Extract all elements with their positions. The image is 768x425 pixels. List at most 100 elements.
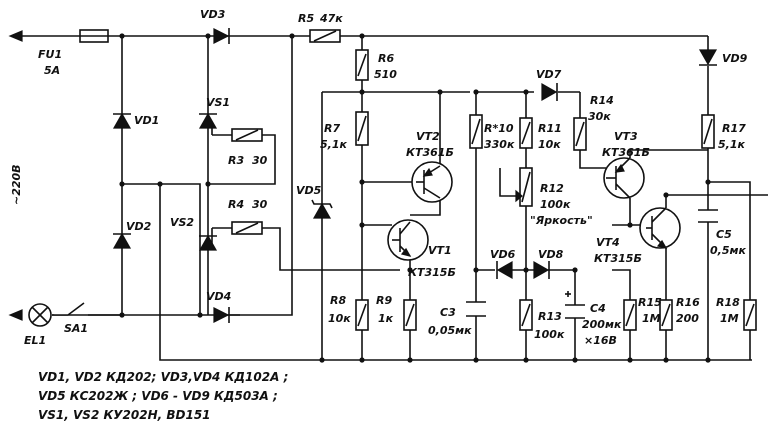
label-vd2: VD2 [126,220,152,233]
notes-line-2: VD5 КС202Ж ; VD6 - VD9 КД503А ; [38,389,278,403]
resistor-r16-icon [659,299,673,331]
label-r9-value: 1к [378,312,394,325]
label-c5: С5 [716,228,732,241]
label-c4-voltage: ×16В [584,334,617,347]
label-r4-value: 30 [252,198,268,211]
resistor-r11-icon [519,117,533,149]
label-c4-value: 200мк [582,318,622,331]
label-r13: R13 [538,310,562,323]
resistor-r15-icon [623,299,637,331]
label-r9: R9 [376,294,392,307]
resistor-r10-icon [469,114,483,149]
label-r14-value: 30к [588,110,611,123]
label-vd9: VD9 [722,52,748,65]
capacitor-c3-icon [466,301,486,317]
terminal-arrow-top-icon [8,30,23,42]
capacitor-c5-icon [698,209,718,223]
label-c3-value: 0,05мк [428,324,472,337]
notes-line-3: VS1, VS2 КУ202Н, BD151 [38,408,211,422]
resistor-r9-icon [403,299,417,331]
label-sa1: SA1 [64,322,88,335]
label-vd1: VD1 [134,114,159,127]
label-r12-value: 100к [540,198,571,211]
component-notes: VD1, VD2 КД202; VD3,VD4 КД102А ; VD5 КС2… [38,368,288,425]
label-r6: R6 [378,52,394,65]
label-r15-value: 1М [642,312,661,325]
label-r14: R14 [590,94,614,107]
diode-vd2-icon [112,232,132,249]
label-r6-value: 510 [374,68,397,81]
label-r15: R15 [638,296,662,309]
label-r17: R17 [722,122,746,135]
label-r13-value: 100к [534,328,565,341]
label-vt2: VT2 [416,130,440,143]
label-vt4-type: КТ315Б [594,252,642,265]
notes-line-1: VD1, VD2 КД202; VD3,VD4 КД102А ; [38,370,289,384]
resistor-r5-icon [309,29,341,43]
resistor-r6-icon [355,49,369,81]
potentiometer-r12-icon [515,167,533,207]
diode-vd9-icon [698,49,718,66]
label-r5-value: 47к [319,12,343,25]
label-vd4: VD4 [206,290,231,303]
resistor-r3-icon [231,128,263,142]
label-r16: R16 [676,296,700,309]
switch-sa1-icon [52,302,122,316]
thyristor-vs2-icon [198,228,218,251]
label-vt4: VT4 [596,236,620,249]
diode-vd7-icon [541,82,558,102]
label-r11: R11 [538,122,562,135]
label-c4: С4 [590,302,606,315]
diode-vd4-icon [213,307,230,323]
resistor-r18-icon [743,299,757,331]
label-r17-value: 5,1к [718,138,745,151]
resistor-r17-icon [701,114,715,149]
label-r11-value: 10к [538,138,561,151]
wires [20,35,768,361]
label-vt3-type: КТ361Б [602,146,650,159]
resistor-r4-icon [231,221,263,235]
label-r8-value: 10к [328,312,351,325]
label-r18: R18 [716,296,740,309]
label-c5-value: 0,5мк [710,244,746,257]
label-fu1-rating: 5A [44,64,60,77]
capacitor-c4-icon [565,291,585,319]
transistor-vt1-icon [387,219,429,261]
transistor-vt4-icon [639,207,681,249]
label-vd3: VD3 [200,8,226,21]
label-r8: R8 [330,294,346,307]
label-vd7: VD7 [536,68,562,81]
label-c3: С3 [440,306,456,319]
label-vd5: VD5 [296,184,322,197]
label-r5: R5 [298,12,314,25]
label-el1: EL1 [24,334,46,347]
label-r4: R4 [228,198,244,211]
diode-vd1-icon [112,112,132,129]
thyristor-vs1-icon [198,112,218,135]
label-supply: ~220В [10,164,23,205]
label-vd6: VD6 [490,248,516,261]
label-r18-value: 1М [720,312,739,325]
label-r3-value: 30 [252,154,268,167]
label-r10-value: 330к [484,138,515,151]
label-vs2: VS2 [170,216,194,229]
terminal-arrow-bottom-icon [8,309,23,321]
label-vt2-type: КТ361Б [406,146,454,159]
label-r7-value: 5,1к [320,138,347,151]
transistor-vt3-icon [603,157,645,199]
label-r10: R*10 [484,122,514,135]
label-r7: R7 [324,122,340,135]
label-vd8: VD8 [538,248,564,261]
resistor-r14-icon [573,117,587,151]
label-r12: R12 [540,182,564,195]
label-vs1: VS1 [206,96,230,109]
label-r16-value: 200 [676,312,699,325]
junctions [119,33,711,363]
transistor-vt2-icon [411,161,453,203]
diode-vd8-icon [533,260,550,280]
label-vt1: VT1 [428,244,452,257]
lamp-el1-icon [28,303,52,327]
label-r3: R3 [228,154,244,167]
label-fu1: FU1 [38,48,62,61]
